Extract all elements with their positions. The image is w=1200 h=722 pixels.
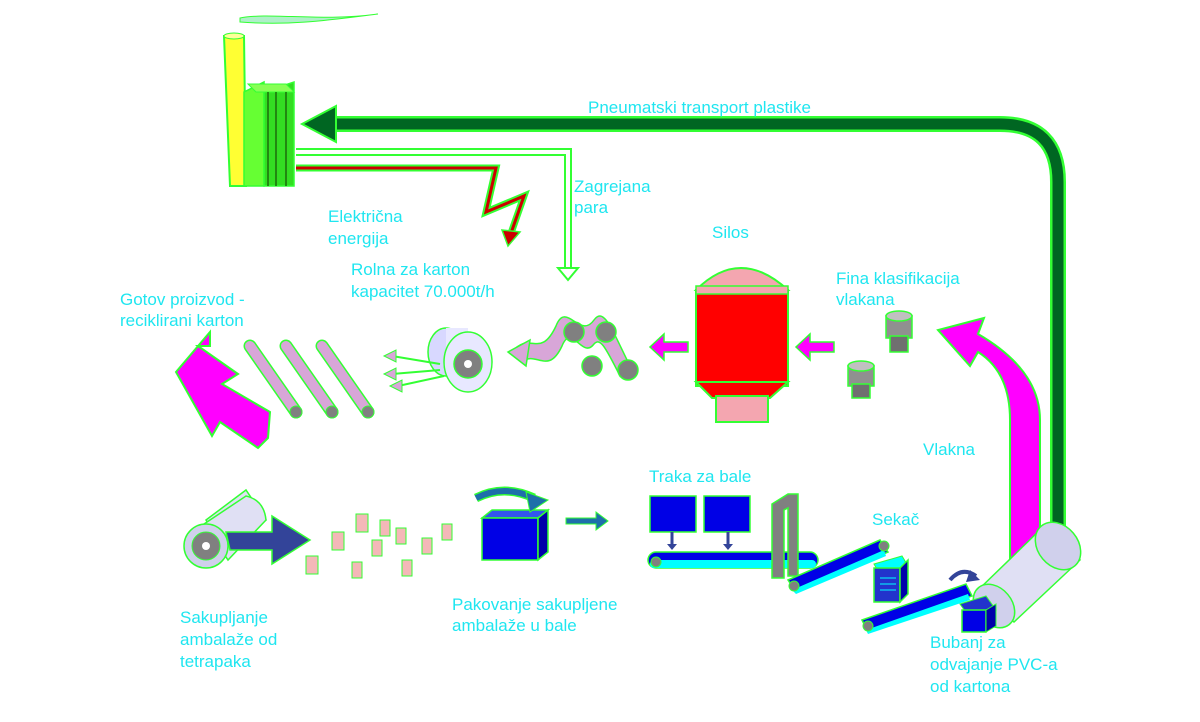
label-drum-line3: od kartona: [930, 677, 1011, 696]
label-electricity-line1: Električna: [328, 207, 403, 226]
cutter-conveyor: [786, 539, 909, 604]
label-bale-belt: Traka za bale: [649, 467, 752, 486]
label-drum-line1: Bubanj za: [930, 633, 1006, 652]
baling-box: [473, 486, 551, 562]
separation-drum: [959, 521, 1082, 633]
label-collection-line2: ambalaže od: [180, 630, 278, 649]
arrow-to-silos: [794, 332, 835, 362]
label-carton-roll-line1: Rolna za karton: [351, 260, 471, 279]
label-cutter: Sekač: [872, 510, 920, 529]
electricity-line: [296, 164, 530, 248]
paper-machine: [506, 315, 639, 381]
fiber-curved-arrow: [936, 316, 1041, 561]
finished-carton-rods: [243, 339, 375, 419]
fine-classification-units: [847, 310, 913, 399]
finished-product-arrow: [174, 329, 272, 450]
tetrapak-cartons: [305, 513, 453, 579]
label-fine-classification-line1: Fina klasifikacija: [836, 269, 960, 288]
arrow-to-bale-belt: [565, 511, 609, 531]
steam-pipe: [296, 148, 581, 282]
label-silos: Silos: [712, 223, 749, 242]
silos: [693, 267, 791, 423]
label-electricity-line2: energija: [328, 229, 389, 248]
pneumatic-transport-pipe: [299, 104, 1066, 526]
label-fine-classification-line2: vlakana: [836, 290, 895, 309]
label-fibers: Vlakna: [923, 440, 975, 459]
label-collection-line3: tetrapaka: [180, 652, 251, 671]
power-plant: [222, 13, 379, 187]
label-packing-line2: ambalaže u bale: [452, 616, 577, 635]
bale-belt: [647, 493, 819, 579]
label-packing-line1: Pakovanje sakupljene: [452, 595, 618, 614]
tetrapak-roll: [183, 488, 312, 569]
label-drum-line2: odvajanje PVC-a: [930, 655, 1058, 674]
label-carton-roll-line2: kapacitet 70.000t/h: [351, 282, 495, 301]
label-finished-product-line2: reciklirani karton: [120, 311, 244, 330]
label-heated-steam-line1: Zagrejana: [574, 177, 651, 196]
drum-feed-conveyor: [860, 569, 980, 634]
label-heated-steam-line2: para: [574, 198, 609, 217]
arrow-from-silos: [648, 332, 689, 362]
label-finished-product-line1: Gotov proizvod -: [120, 290, 245, 309]
label-pneumatic-transport: Pneumatski transport plastike: [588, 98, 811, 117]
carton-roll: [382, 327, 493, 393]
label-collection-line1: Sakupljanje: [180, 608, 268, 627]
